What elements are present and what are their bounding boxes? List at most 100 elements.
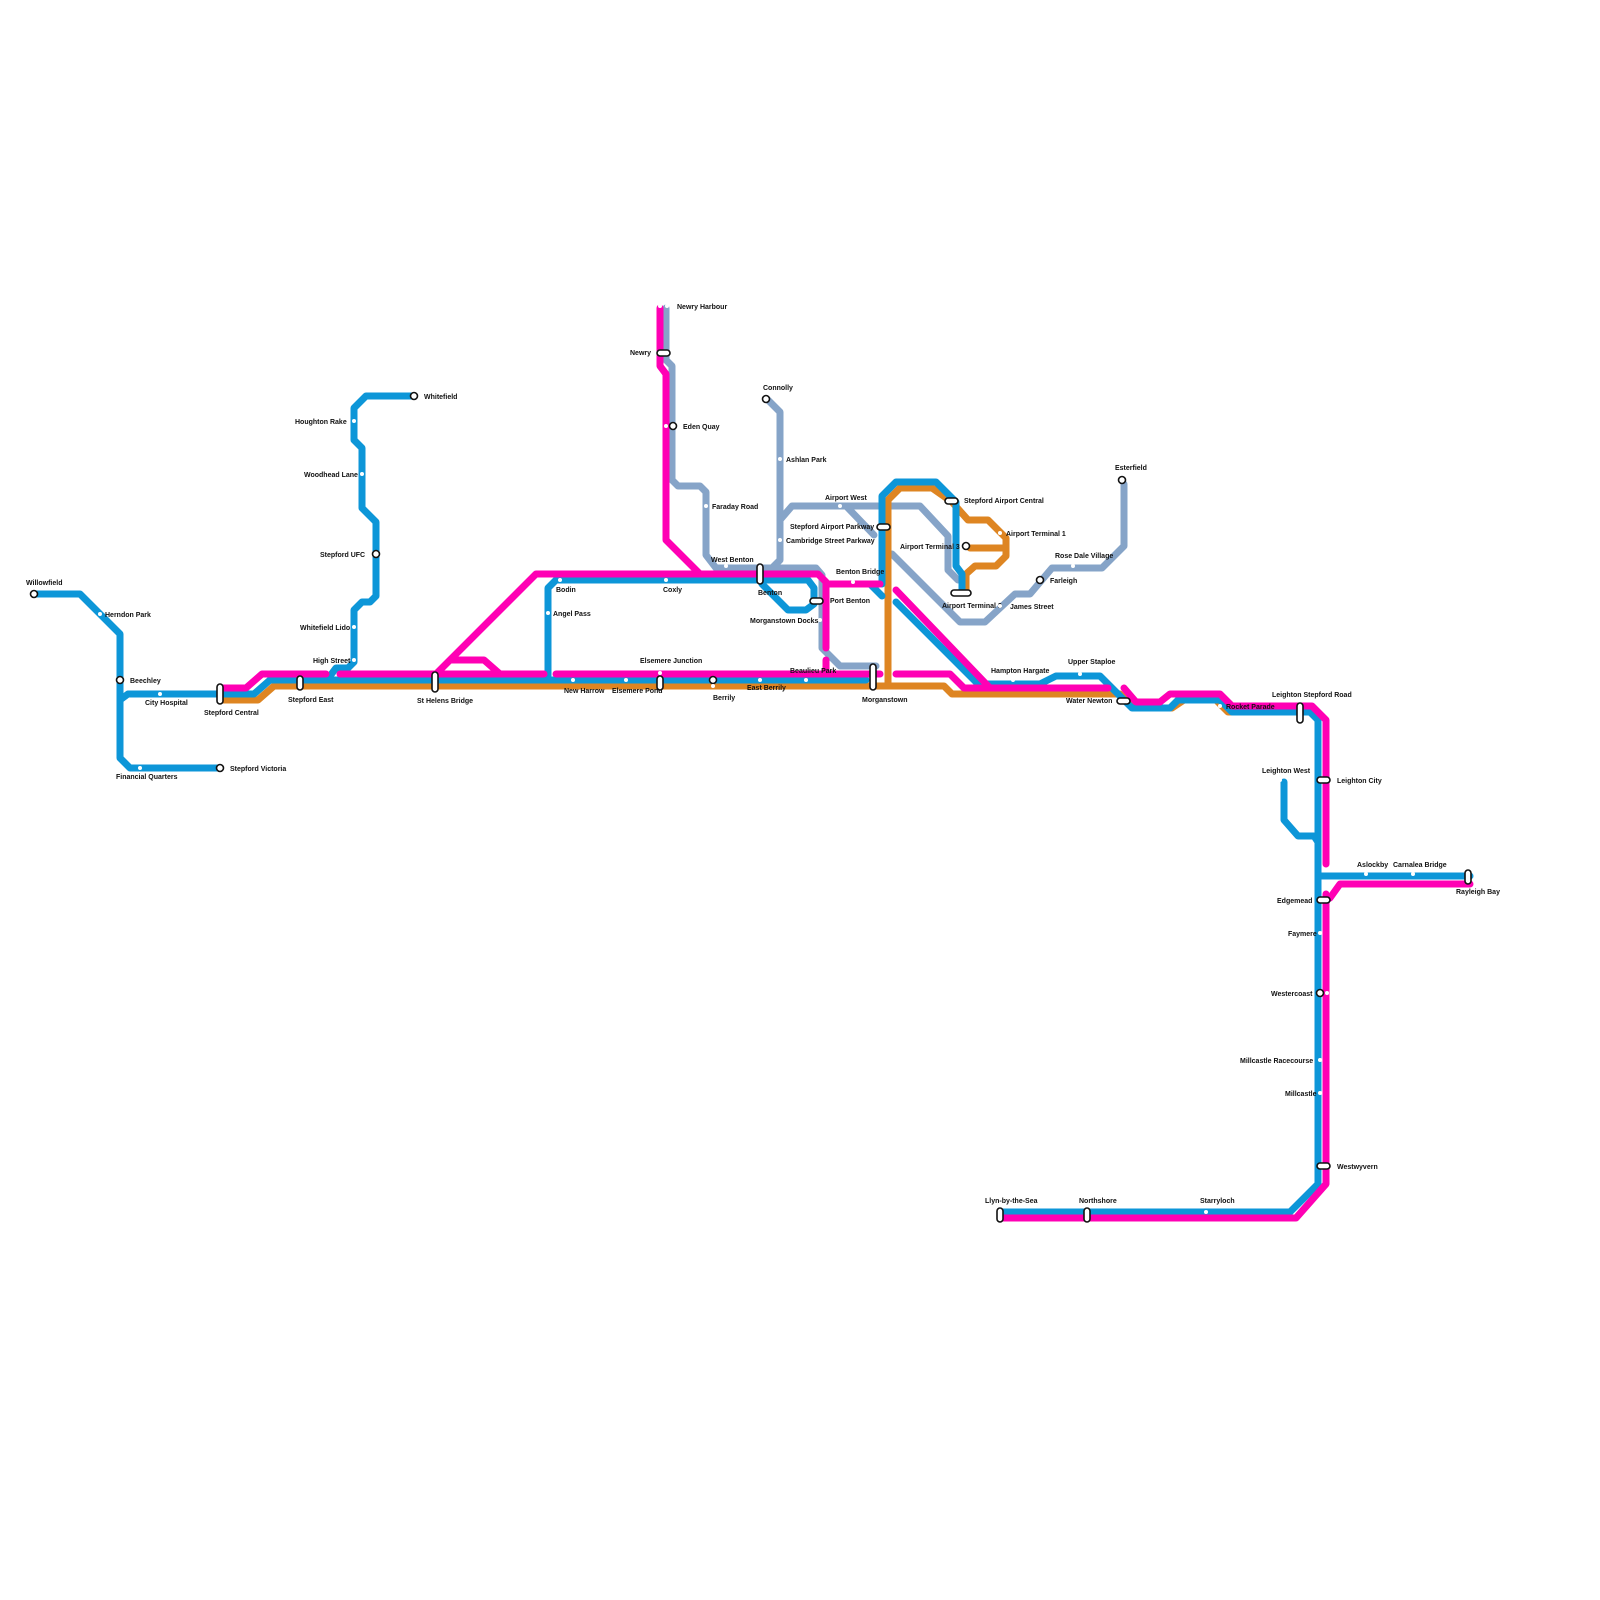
station-edgemead[interactable] — [1316, 896, 1331, 904]
station-aslockby[interactable] — [1364, 872, 1368, 876]
station-stepford-ufc[interactable] — [371, 549, 381, 559]
station-berrily[interactable] — [708, 675, 718, 685]
station-stepford-east[interactable] — [296, 675, 304, 691]
station-eden-quay-magenta[interactable] — [664, 424, 668, 428]
label-east-berrily: East Berrily — [747, 685, 786, 692]
station-ashlan-park[interactable] — [778, 457, 782, 461]
label-westercoast: Westercoast — [1271, 991, 1313, 998]
station-llyn-by-the-sea[interactable] — [996, 1207, 1004, 1223]
station-rayleigh-bay[interactable] — [1464, 869, 1472, 885]
station-rocket-parade[interactable] — [1218, 704, 1222, 708]
station-rose-dale-village[interactable] — [1071, 564, 1075, 568]
station-high-street[interactable] — [352, 658, 356, 662]
station-millcastle-racecourse[interactable] — [1318, 1058, 1322, 1062]
station-carnalea-bridge[interactable] — [1411, 872, 1415, 876]
label-millcastle-racecourse: Millcastle Racecourse — [1240, 1058, 1313, 1065]
station-city-hospital[interactable] — [158, 692, 162, 696]
station-herndon-park[interactable] — [98, 612, 102, 616]
station-financial-quarters[interactable] — [138, 766, 142, 770]
label-stepford-east: Stepford East — [288, 697, 334, 704]
magenta-line-leighton — [1120, 684, 1330, 868]
station-esterfield[interactable] — [1117, 475, 1127, 485]
label-west-benton: West Benton — [711, 557, 754, 564]
station-stepford-airport-parkway[interactable] — [876, 523, 891, 531]
station-faymere[interactable] — [1318, 931, 1322, 935]
blue-line-hampton — [892, 598, 1322, 1216]
station-west-benton[interactable] — [724, 564, 728, 568]
station-whitefield[interactable] — [409, 391, 419, 401]
label-angel-pass: Angel Pass — [553, 611, 591, 618]
label-northshore: Northshore — [1079, 1198, 1117, 1205]
label-whitefield: Whitefield — [424, 394, 457, 401]
label-berrily: Berrily — [713, 695, 735, 702]
station-newry[interactable] — [656, 349, 671, 357]
station-airport-terminal-2[interactable] — [950, 589, 972, 597]
station-westercoast-magenta[interactable] — [1325, 991, 1329, 995]
station-elsemere-junction-magenta[interactable] — [658, 671, 662, 675]
magenta-line-rayleigh — [996, 890, 1330, 1222]
station-farleigh[interactable] — [1035, 575, 1045, 585]
station-elsemere-pond[interactable] — [624, 678, 628, 682]
station-whitefield-lido[interactable] — [352, 625, 356, 629]
station-starryloch[interactable] — [1204, 1210, 1208, 1214]
station-beaulieu-park[interactable] — [804, 678, 808, 682]
station-eden-quay[interactable] — [668, 421, 678, 431]
station-stepford-airport-central[interactable] — [944, 497, 959, 505]
station-angel-pass[interactable] — [546, 611, 550, 615]
grey-line-airport-spur — [842, 502, 878, 539]
station-houghton-rake[interactable] — [352, 419, 356, 423]
station-willowfield[interactable] — [29, 589, 39, 599]
station-westercoast[interactable] — [1315, 988, 1325, 998]
label-faraday-road: Faraday Road — [712, 504, 758, 511]
station-beechley[interactable] — [115, 675, 125, 685]
station-benton[interactable] — [756, 563, 764, 585]
station-east-berrily[interactable] — [758, 678, 762, 682]
station-woodhead-lane[interactable] — [360, 472, 364, 476]
blue-line-benton-loop — [756, 576, 818, 614]
station-leighton-city[interactable] — [1316, 776, 1331, 784]
label-woodhead-lane: Woodhead Lane — [304, 472, 358, 479]
station-coxly[interactable] — [664, 578, 668, 582]
station-millcastle[interactable] — [1318, 1091, 1322, 1095]
station-berrily-orange[interactable] — [711, 684, 715, 688]
station-airport-terminal-1[interactable] — [998, 531, 1002, 535]
blue-line-main — [218, 676, 870, 698]
station-water-newton[interactable] — [1116, 697, 1131, 705]
label-newry-harbour: Newry Harbour — [677, 304, 727, 311]
station-hampton-hargate[interactable] — [1011, 678, 1015, 682]
station-northshore[interactable] — [1083, 1207, 1091, 1223]
station-cambridge-street-parkway[interactable] — [778, 538, 782, 542]
station-stepford-victoria[interactable] — [215, 763, 225, 773]
label-cambridge-street-parkway: Cambridge Street Parkway — [786, 538, 875, 545]
label-starryloch: Starryloch — [1200, 1198, 1235, 1205]
station-airport-terminal-3[interactable] — [961, 541, 971, 551]
magenta-line-east — [892, 670, 1112, 692]
label-benton-bridge: Benton Bridge — [836, 569, 884, 576]
station-benton-bridge[interactable] — [851, 580, 855, 584]
station-port-benton[interactable] — [809, 597, 824, 605]
station-leighton-west[interactable] — [1278, 778, 1282, 782]
station-elsemere-junction[interactable] — [656, 675, 664, 691]
station-morganstown[interactable] — [869, 663, 877, 691]
station-upper-staploe[interactable] — [1078, 672, 1082, 676]
station-morganstown-docks[interactable] — [818, 618, 822, 622]
station-new-harrow[interactable] — [571, 678, 575, 682]
station-newry-harbour-magenta[interactable] — [658, 304, 662, 308]
label-millcastle: Millcastle — [1285, 1091, 1317, 1098]
label-farleigh: Farleigh — [1050, 578, 1077, 585]
station-faraday-road[interactable] — [704, 504, 708, 508]
magenta-line-port-benton — [822, 580, 884, 652]
station-westwyvern[interactable] — [1316, 1162, 1331, 1170]
station-leighton-stepford-road[interactable] — [1296, 702, 1304, 724]
label-rose-dale-village: Rose Dale Village — [1055, 553, 1113, 560]
label-beaulieu-park: Beaulieu Park — [790, 668, 836, 675]
station-stepford-central[interactable] — [216, 683, 224, 705]
station-airport-west[interactable] — [838, 504, 842, 508]
station-st-helens-bridge[interactable] — [431, 671, 439, 693]
label-ashlan-park: Ashlan Park — [786, 457, 827, 464]
station-newry-harbour[interactable] — [665, 304, 669, 308]
station-bodin[interactable] — [558, 578, 562, 582]
label-whitefield-lido: Whitefield Lido — [300, 625, 350, 632]
station-james-street[interactable] — [998, 604, 1002, 608]
station-connolly[interactable] — [761, 394, 771, 404]
